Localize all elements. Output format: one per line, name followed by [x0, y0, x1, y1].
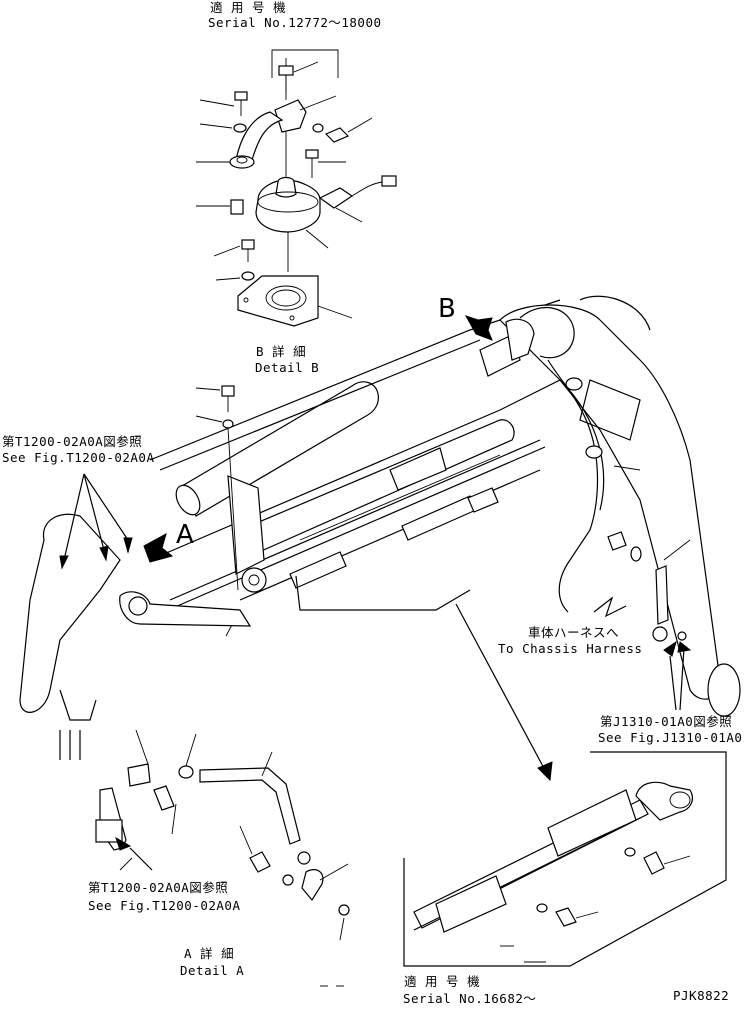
- ref-t1200-upper: See Fig.T1200-02A0A: [2, 450, 155, 465]
- detail-a-label: Detail A: [180, 963, 245, 978]
- serial-bottom-jp: 適 用 号 機: [404, 974, 481, 989]
- chassis-harness-jp: 車体ハーネスへ: [528, 625, 620, 640]
- ref-t1200-lower-jp: 第T1200-02A0A図参照: [88, 880, 229, 895]
- detail-b-label: Detail B: [255, 360, 320, 375]
- detail-b-assembly: [196, 49, 397, 327]
- serial-top: Serial No.12772～18000: [208, 15, 382, 30]
- detail-a-assembly: [95, 729, 350, 941]
- chassis-harness: To Chassis Harness: [498, 641, 643, 656]
- detail-a-jp: A 詳 細: [184, 946, 235, 961]
- serial-bottom: Serial No.16682～: [403, 991, 537, 1006]
- marker-a: A: [176, 520, 194, 550]
- drawing-code: PJK8822: [673, 988, 730, 1003]
- ref-j1310: See Fig.J1310-01A0: [598, 730, 743, 745]
- detail-pipe-box: [403, 751, 727, 967]
- detail-b-jp: B 詳 細: [256, 344, 307, 359]
- marker-b: B: [438, 294, 456, 324]
- serial-top-jp: 適 用 号 機: [210, 0, 287, 15]
- machine-boom: [19, 295, 741, 782]
- ref-j1310-jp: 第J1310-01A0図参照: [600, 714, 733, 729]
- ref-t1200-upper-jp: 第T1200-02A0A図参照: [2, 434, 143, 449]
- ref-t1200-lower: See Fig.T1200-02A0A: [88, 898, 241, 913]
